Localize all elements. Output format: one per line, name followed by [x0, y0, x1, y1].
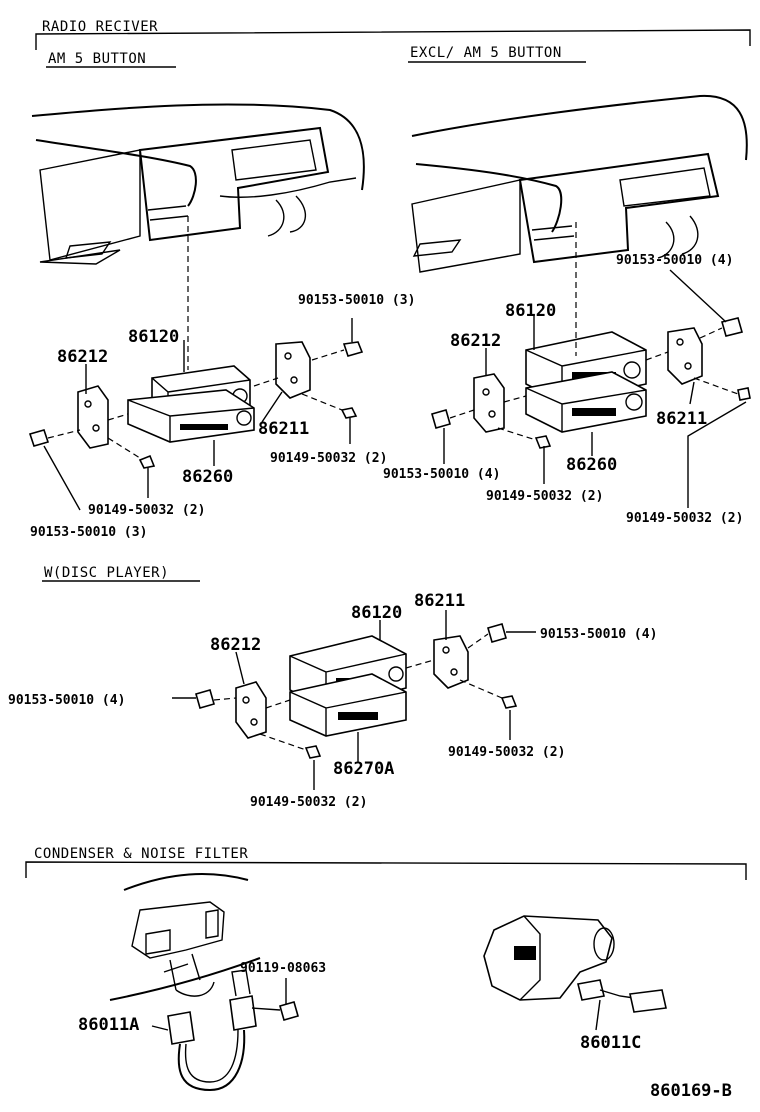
- diagram-id: 860169-B: [650, 1081, 732, 1101]
- label-disc-bolt-left: 90153-50010 (4): [8, 693, 125, 708]
- bracket-left-86212: [77, 385, 109, 449]
- label-disc-86120: 86120: [351, 603, 402, 623]
- label-right-screw-mid: 90149-50032 (2): [486, 489, 603, 504]
- label-right-screw-right: 90149-50032 (2): [626, 511, 743, 526]
- label-left-86260: 86260: [182, 467, 233, 487]
- fasteners-left: [28, 341, 364, 469]
- bracket-disc-86211: [433, 635, 469, 689]
- fasteners-right: [431, 317, 751, 449]
- fasteners-disc: [195, 623, 518, 759]
- disc-player-heading: W(DISC PLAYER): [44, 565, 169, 581]
- condenser-body-mount: [109, 873, 261, 1001]
- label-left-bolt-bottom: 90153-50010 (3): [30, 525, 147, 540]
- bracket-right-86211: [667, 327, 703, 385]
- leaders-disc: [172, 610, 536, 790]
- label-disc-86212: 86212: [210, 635, 261, 655]
- label-left-86120: 86120: [128, 327, 179, 347]
- leaders-left: [43, 216, 353, 511]
- radio-receiver-heading: RADIO RECIVER: [42, 19, 158, 35]
- disc-unit-86270A: [289, 673, 407, 737]
- dashboard-left: [31, 103, 365, 265]
- condenser-bolt: [251, 978, 299, 1021]
- label-right-86211: 86211: [656, 409, 707, 429]
- label-right-86260: 86260: [566, 455, 617, 475]
- bracket-left-86211: [275, 341, 311, 399]
- label-left-bolt-top: 90153-50010 (3): [298, 293, 415, 308]
- label-disc-bolt-right: 90153-50010 (4): [540, 627, 657, 642]
- label-disc-screw-bottom: 90149-50032 (2): [250, 795, 367, 810]
- condenser-bracket: [25, 861, 747, 880]
- label-disc-86211: 86211: [414, 591, 465, 611]
- label-cond-bolt: 90119-08063: [240, 961, 326, 976]
- radio-receiver-bracket: [35, 29, 751, 50]
- label-right-bolt-top: 90153-50010 (4): [616, 253, 733, 268]
- label-86011c: 86011C: [580, 1033, 641, 1053]
- dashboard-right: [411, 94, 748, 273]
- leaders-condenser: [151, 1025, 169, 1031]
- label-right-86212: 86212: [450, 331, 501, 351]
- noise-filter-86011a: [167, 969, 257, 1092]
- radio-unit-right-86260: [525, 371, 647, 433]
- label-right-bolt-left: 90153-50010 (4): [383, 467, 500, 482]
- motor-86011c: [483, 915, 667, 1031]
- bracket-disc-86212: [235, 681, 267, 739]
- bracket-right-86212: [473, 373, 505, 433]
- label-disc-screw-right: 90149-50032 (2): [448, 745, 565, 760]
- condenser-heading: CONDENSER & NOISE FILTER: [34, 846, 248, 862]
- excl-am5-heading: EXCL/ AM 5 BUTTON: [410, 45, 562, 61]
- label-left-screw-right: 90149-50032 (2): [270, 451, 387, 466]
- label-86011a: 86011A: [78, 1015, 139, 1035]
- leaders-right: [443, 222, 747, 508]
- label-left-86211: 86211: [258, 419, 309, 439]
- label-right-86120: 86120: [505, 301, 556, 321]
- am5-button-heading: AM 5 BUTTON: [48, 51, 146, 67]
- radio-unit-left-86260: [127, 389, 255, 443]
- label-disc-86270a: 86270A: [333, 759, 394, 779]
- label-left-86212: 86212: [57, 347, 108, 367]
- label-left-screw-bottom: 90149-50032 (2): [88, 503, 205, 518]
